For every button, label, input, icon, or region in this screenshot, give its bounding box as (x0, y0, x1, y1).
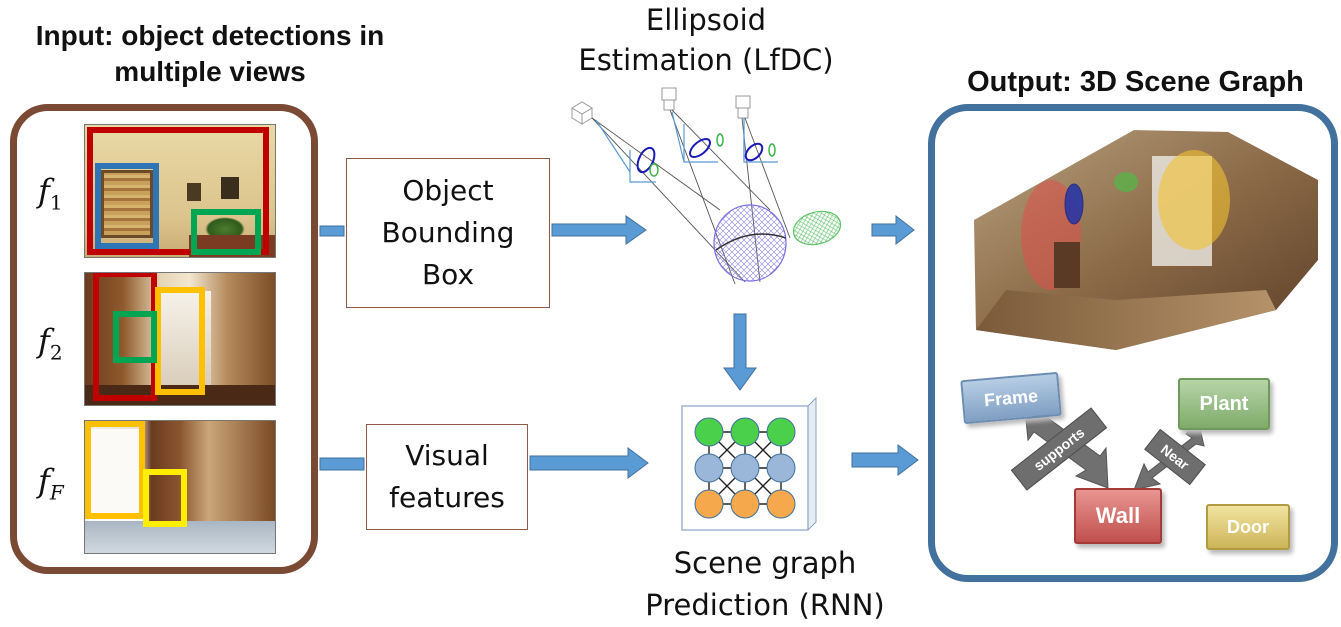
ellipsoid-blue-3d (1064, 183, 1084, 225)
det-box-yellow-3a (85, 421, 145, 519)
arrow-bbox-to-ellipsoid (551, 215, 647, 245)
view-image-1 (84, 124, 276, 258)
scene-graph-caption: Scene graph Prediction (RNN) (620, 542, 910, 626)
small-frame-1 (187, 183, 201, 201)
frame-label-1: f1 (38, 172, 63, 214)
input-panel (10, 104, 318, 574)
input-title-line1: Input: object detections in (35, 20, 385, 51)
bbox-line1: Object (402, 174, 494, 207)
det-box-green-1 (191, 209, 261, 255)
ellipsoid-wireframe-blue (713, 204, 787, 282)
frame-label-F-sub: F (49, 480, 64, 505)
arrow-visual-to-network (529, 447, 649, 479)
ellipsoid-green-3d (1114, 172, 1138, 192)
output-title: Output: 3D Scene Graph (967, 66, 1304, 98)
det-box-blue-1 (95, 163, 159, 249)
view-image-3 (84, 420, 276, 554)
camera-1-icon (571, 101, 593, 125)
frame-label-F-main: f (38, 462, 50, 500)
bbox-line3: Box (421, 258, 475, 291)
painting (101, 170, 153, 238)
frame-label-1-main: f (38, 172, 50, 210)
arrow-ellipsoid-to-network (723, 313, 757, 391)
ellipsoid-sketch (571, 87, 842, 285)
node-frame: Frame (960, 371, 1062, 425)
arrow-input-to-visual (319, 457, 365, 471)
ellipsoid-title-line1: Ellipsoid (645, 3, 767, 37)
det-box-yellow-2 (155, 287, 205, 395)
det-box-green-2 (113, 311, 157, 363)
view-image-2 (84, 272, 276, 406)
node-wall: Wall (1074, 488, 1162, 544)
scene-caption-line2: Prediction (RNN) (645, 588, 885, 622)
node-plant: Plant (1178, 378, 1270, 430)
det-box-red-1 (87, 127, 269, 255)
object-bounding-box-block: Object Bounding Box (346, 158, 550, 308)
rnn-network-icon (681, 396, 817, 531)
projected-ellipse-3 (744, 142, 764, 162)
ellipsoid-yellow-3d (1158, 150, 1230, 250)
arrow-ellipsoid-to-output (871, 214, 915, 246)
frame-label-2: f2 (38, 322, 63, 364)
ellipsoid-title-line2: Estimation (LfDC) (578, 43, 834, 77)
camera-3-icon (735, 95, 751, 119)
arrow-network-to-output (851, 444, 919, 476)
projected-ellipse-1 (636, 146, 656, 174)
3d-reconstruction (974, 130, 1318, 350)
det-box-yellow-3b (143, 469, 187, 527)
projected-ellipse-2 (689, 138, 711, 158)
ellipsoid-title: Ellipsoid Estimation (LfDC) (556, 0, 856, 80)
arrow-input-to-bbox (319, 225, 345, 237)
frame-label-1-sub: 1 (49, 190, 63, 215)
visual-features-block: Visual features (366, 424, 528, 530)
bbox-line2: Bounding (381, 216, 515, 249)
camera-2-icon (661, 87, 677, 111)
small-frame-2 (221, 177, 239, 199)
ellipsoid-wireframe-green (792, 210, 842, 246)
window-light (89, 429, 145, 527)
frame-label-2-main: f (38, 322, 50, 360)
visual-line2: features (389, 481, 505, 514)
node-door: Door (1206, 504, 1290, 550)
frame-label-2-sub: 2 (49, 340, 63, 365)
scene-caption-line1: Scene graph (673, 546, 857, 580)
input-title-line2: multiple views (114, 56, 306, 87)
input-title: Input: object detections in multiple vie… (0, 18, 420, 90)
frame-label-F: fF (38, 462, 64, 504)
visual-line1: Visual (405, 439, 489, 472)
